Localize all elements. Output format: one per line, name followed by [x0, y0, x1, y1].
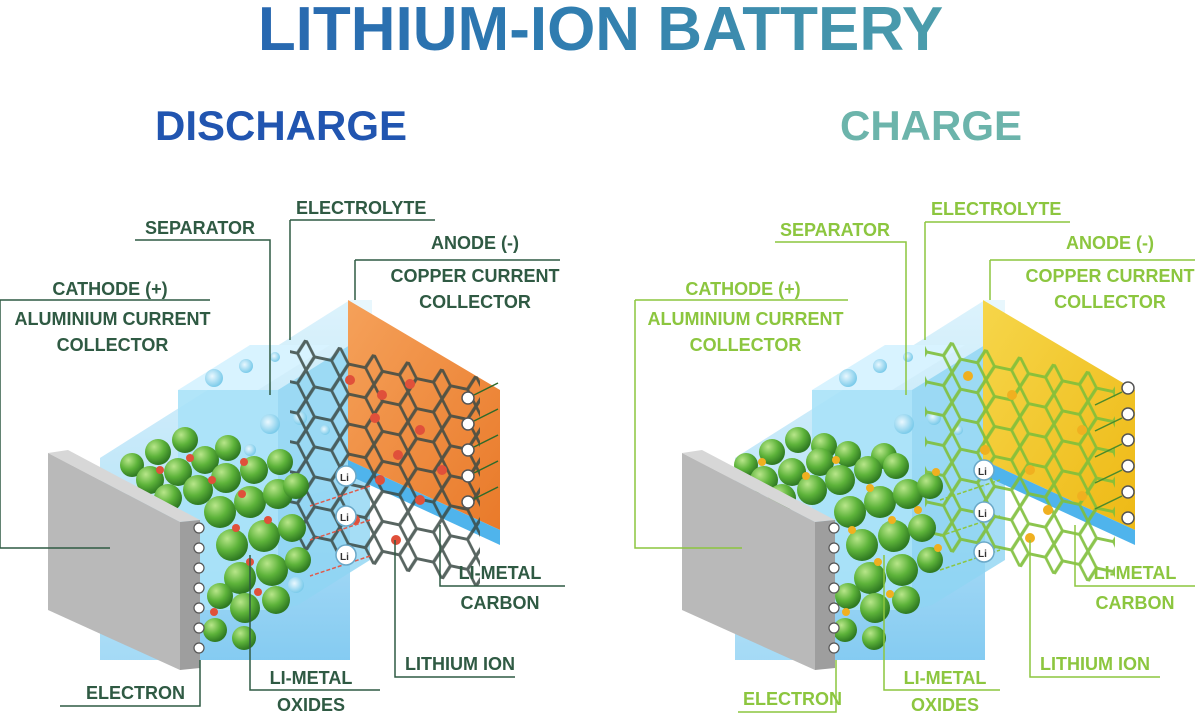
discharge-li-carbon-label-2: CARBON: [460, 593, 540, 613]
li-ion-symbol: Li: [978, 509, 987, 520]
li-ion-symbol: Li: [340, 513, 349, 524]
discharge-carbon-layers: [290, 336, 480, 588]
discharge-heading: DISCHARGE: [155, 102, 408, 149]
discharge-li-carbon-label-1: LI-METAL: [458, 563, 542, 583]
charge-li-carbon-label-1: LI-METAL: [1093, 563, 1177, 583]
charge-anode-electrons: [1094, 381, 1135, 525]
charge-li-oxides-label-2: OXIDES: [910, 695, 980, 715]
charge-battery: Li Li Li: [634, 221, 1195, 713]
charge-aluminium-collector: [682, 450, 840, 670]
discharge-anode-label: ANODE (-): [431, 233, 519, 253]
discharge-cathode-label: CATHODE (+): [52, 279, 168, 299]
discharge-cathode-spheres: [120, 427, 311, 650]
li-ion-symbol: Li: [340, 473, 349, 484]
charge-li-ions: Li Li Li: [973, 459, 995, 563]
charge-copper-label-1: COPPER CURRENT: [1025, 266, 1195, 286]
discharge-aluminium-label-1: ALUMINIUM CURRENT: [14, 309, 211, 329]
discharge-copper-label-2: COLLECTOR: [419, 292, 531, 312]
charge-heading: CHARGE: [840, 102, 1023, 149]
charge-carbon-layers: [925, 336, 1115, 588]
discharge-anode-electrons: [461, 382, 499, 509]
charge-aluminium-label-1: ALUMINIUM CURRENT: [647, 309, 844, 329]
discharge-li-oxides-label-1: LI-METAL: [269, 668, 353, 688]
li-ion-symbol: Li: [340, 552, 349, 563]
discharge-electrolyte-label: ELECTROLYTE: [296, 198, 427, 218]
discharge-electron-label: ELECTRON: [86, 683, 185, 703]
charge-lithium-ion-label: LITHIUM ION: [1040, 654, 1150, 674]
discharge-aluminium-label-2: COLLECTOR: [56, 335, 169, 355]
discharge-aluminium-collector: [48, 450, 205, 670]
li-ion-symbol: Li: [978, 549, 987, 560]
discharge-copper-label-1: COPPER CURRENT: [390, 266, 560, 286]
charge-li-carbon-label-2: CARBON: [1095, 593, 1175, 613]
li-ion-symbol: Li: [978, 467, 987, 478]
charge-electron-label: ELECTRON: [743, 689, 842, 709]
discharge-separator-label: SEPARATOR: [145, 218, 256, 238]
charge-cathode-label: CATHODE (+): [685, 279, 801, 299]
charge-li-oxides-label-1: LI-METAL: [903, 668, 987, 688]
charge-copper-label-2: COLLECTOR: [1054, 292, 1166, 312]
charge-anode-label: ANODE (-): [1066, 233, 1154, 253]
discharge-lithium-ion-label: LITHIUM ION: [405, 654, 515, 674]
discharge-li-oxides-label-2: OXIDES: [276, 695, 346, 715]
discharge-li-ions: Li Li Li: [335, 465, 357, 566]
discharge-battery: Li Li Li: [0, 219, 565, 707]
charge-separator-label: SEPARATOR: [780, 220, 891, 240]
charge-electrolyte-label: ELECTROLYTE: [931, 199, 1062, 219]
main-title: LITHIUM-ION BATTERY: [0, 0, 1201, 65]
charge-aluminium-label-2: COLLECTOR: [689, 335, 802, 355]
